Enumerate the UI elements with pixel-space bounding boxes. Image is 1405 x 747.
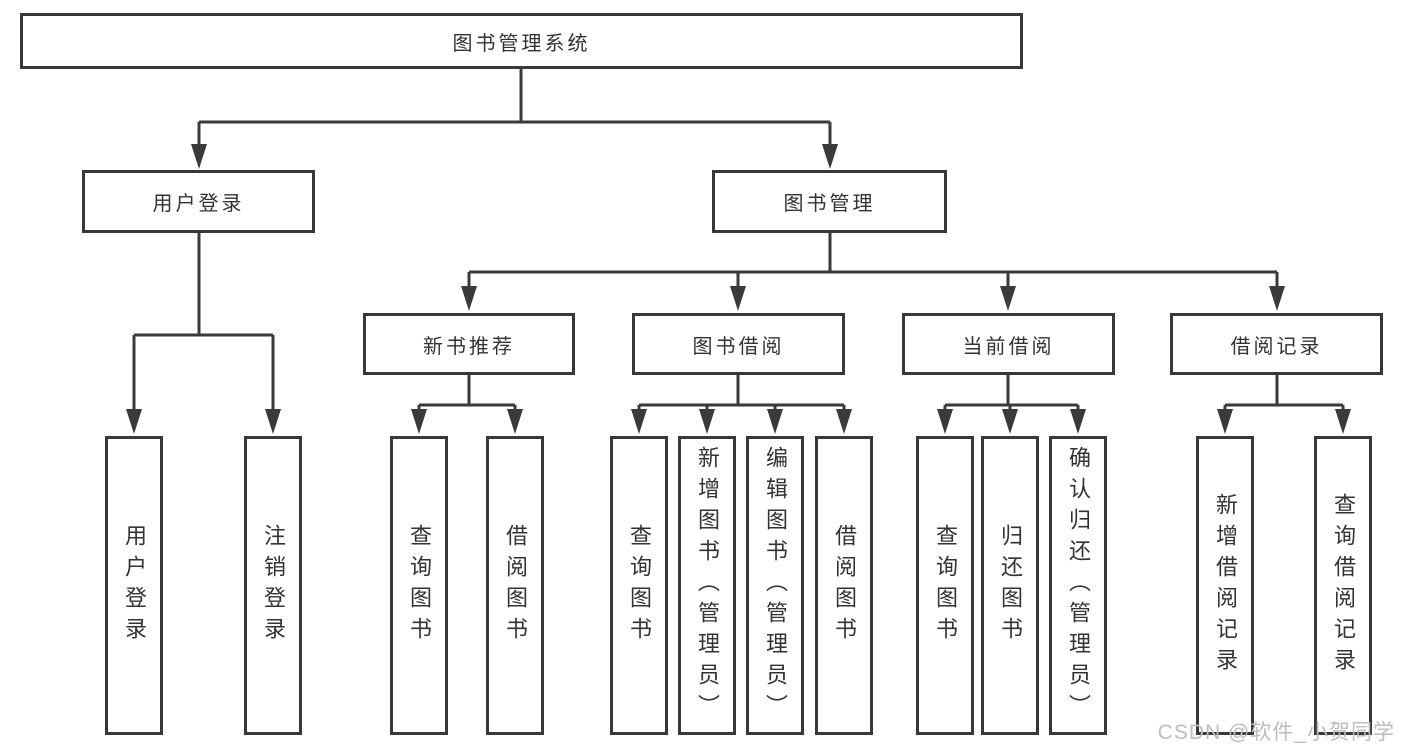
node-book-management-branch: 图书管理 — [712, 170, 947, 233]
node-book-mgmt-system-label: 图书管理系统 — [452, 32, 591, 55]
leaf-query-books-current-label: 查询图书 — [933, 523, 958, 648]
node-book-management-branch-label: 图书管理 — [783, 193, 876, 215]
leaf-user-login: 用户登录 — [105, 436, 163, 735]
leaf-query-books-recommend: 查询图书 — [390, 436, 448, 735]
leaf-query-borrow-record-label: 查询借阅记录 — [1331, 492, 1356, 679]
leaf-return-books-label: 归还图书 — [998, 523, 1023, 648]
leaf-edit-books-admin: 编辑图书（管理员） — [746, 436, 804, 735]
leaf-add-books-admin-label: 新增图书（管理员） — [695, 446, 720, 725]
node-new-book-recommendation-label: 新书推荐 — [423, 335, 515, 358]
arrowheads — [126, 144, 1351, 434]
node-user-login-branch-label: 用户登录 — [152, 193, 245, 215]
node-book-borrowing-label: 图书借阅 — [692, 335, 785, 358]
node-new-book-recommendation: 新书推荐 — [363, 313, 575, 375]
leaf-borrow-books-borrowing-label: 借阅图书 — [832, 523, 857, 648]
node-book-borrowing: 图书借阅 — [632, 313, 845, 375]
node-borrowing-records-label: 借阅记录 — [1230, 335, 1323, 358]
leaf-logout-label: 注销登录 — [261, 523, 286, 648]
leaf-borrow-books-borrowing: 借阅图书 — [815, 436, 873, 735]
node-borrowing-records: 借阅记录 — [1170, 313, 1383, 375]
leaf-query-borrow-record: 查询借阅记录 — [1314, 436, 1372, 735]
node-current-borrowing: 当前借阅 — [902, 313, 1115, 375]
node-current-borrowing-label: 当前借阅 — [962, 335, 1055, 358]
leaf-query-books-borrowing-label: 查询图书 — [627, 523, 652, 648]
leaf-query-books-borrowing: 查询图书 — [610, 436, 668, 735]
leaf-confirm-return-admin-label: 确认归还（管理员） — [1066, 446, 1091, 725]
leaf-edit-books-admin-label: 编辑图书（管理员） — [763, 446, 788, 725]
leaf-query-books-recommend-label: 查询图书 — [407, 523, 432, 648]
node-user-login-branch: 用户登录 — [82, 170, 315, 233]
connector-paths — [132, 69, 1345, 411]
leaf-user-login-label: 用户登录 — [122, 523, 147, 648]
leaf-borrow-books-recommend: 借阅图书 — [486, 436, 544, 735]
leaf-add-books-admin: 新增图书（管理员） — [678, 436, 736, 735]
leaf-query-books-current: 查询图书 — [916, 436, 974, 735]
leaf-logout: 注销登录 — [244, 436, 302, 735]
leaf-return-books: 归还图书 — [981, 436, 1039, 735]
leaf-borrow-books-recommend-label: 借阅图书 — [503, 523, 528, 648]
leaf-confirm-return-admin: 确认归还（管理员） — [1049, 436, 1107, 735]
watermark: CSDN @软件_小贺同学 — [1157, 721, 1395, 744]
leaf-add-borrow-record-label: 新增借阅记录 — [1213, 492, 1238, 679]
node-book-mgmt-system: 图书管理系统 — [20, 13, 1023, 69]
leaf-add-borrow-record: 新增借阅记录 — [1196, 436, 1254, 735]
